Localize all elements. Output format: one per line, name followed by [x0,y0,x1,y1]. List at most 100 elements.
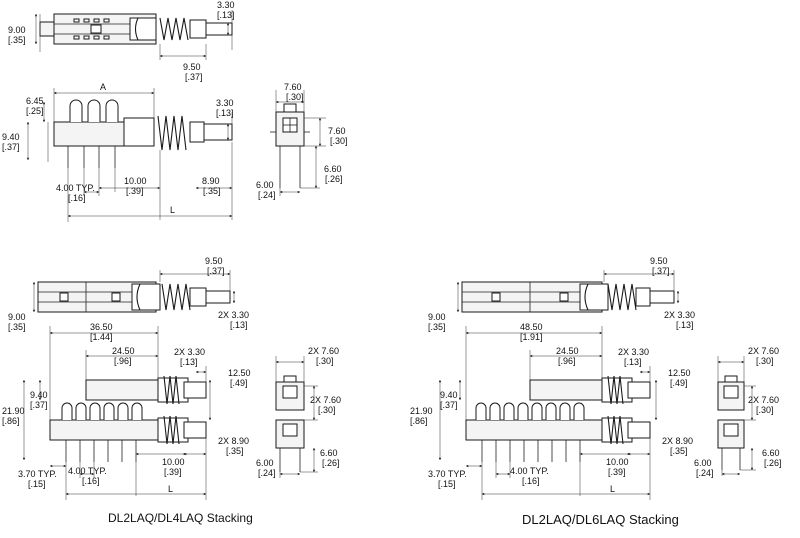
stack4-dim-2190: 21.90 [2,406,25,416]
top-view-dim-900: 9.00 [8,25,26,35]
side-view-dim-940: 9.40 [2,132,20,142]
top-view-drawing: 3.30 [.13] 9.00 [.35] 9.50 [.37] [8,0,235,82]
stack4-dim-1000-in: [.39] [164,467,182,477]
side-view-dim-330-in: [.13] [216,108,234,118]
stack4-dim-2x890-in: [.35] [226,446,244,456]
side-view-dim-940-in: [.37] [2,142,20,152]
stack4-side-view: 36.50 [1.44] 24.50 [.96] 2X 3.30 [.13] 1… [2,322,251,500]
stack4-dim-2x330-top: 2X 3.30 [218,310,249,320]
top-view-dim-330-in: [.13] [217,10,235,20]
stack4-dim-600: 6.00 [256,458,274,468]
stack6-dim-2x330-top-in: [.13] [676,320,694,330]
stack6-dim-2450: 24.50 [556,346,579,356]
stack6-dim-660-in: [.26] [764,458,782,468]
end-view-dim-760-top: 7.60 [284,82,302,92]
side-view-dim-890-in: [.35] [203,186,221,196]
stack4-end-view: 2X 7.60 [.30] 2X 7.60 [.30] 6.60 [.26] 6… [256,346,341,478]
stack6-dim-2x330: 2X 3.30 [618,347,649,357]
stack6-dim-2x890-in: [.35] [670,446,688,456]
stack6-dim-660: 6.60 [762,448,780,458]
side-view-dim-1000-in: [.39] [126,186,144,196]
side-view-dim-l: L [170,205,175,215]
caption-dl6laq: DL2LAQ/DL6LAQ Stacking [522,512,679,527]
stack6-dim-400-in: [.16] [522,476,540,486]
stack6-end-view: 2X 7.60 [.30] 2X 7.60 [.30] 6.60 [.26] 6… [694,346,782,478]
stack4-dim-940-in: [.37] [30,400,48,410]
stack4-dim-950: 9.50 [205,256,223,266]
stack4-dim-900-in: [.35] [8,322,26,332]
stack4-dim-950-in: [.37] [207,266,225,276]
stack6-top-view: 9.50 [.37] 9.00 [.35] 2X 3.30 [.13] [428,256,695,332]
top-view-dim-330: 3.30 [217,0,235,10]
stack6-dim-370: 3.70 TYP. [428,469,467,479]
stack6-dim-2450-in: [.96] [558,356,576,366]
end-view-dim-660: 6.60 [324,164,342,174]
stack4-dim-370-in: [.15] [28,479,46,489]
stack6-side-view: 48.50 [1.91] 24.50 [.96] 2X 3.30 [.13] 1… [410,322,693,500]
side-view-dim-645: 6.45 [26,96,44,106]
stack4-dim-1000: 10.00 [162,457,185,467]
stack4-dim-2450: 24.50 [112,346,135,356]
stack4-dim-900: 9.00 [8,312,26,322]
caption-dl4laq: DL2LAQ/DL4LAQ Stacking [108,511,253,525]
stack6-dim-l: L [610,484,615,494]
stack6-dim-900-in: [.35] [428,322,446,332]
stack4-dim-2x760-top: 2X 7.60 [308,346,339,356]
stack6-dim-2x890: 2X 8.90 [662,436,693,446]
stack6-dim-2x760-top: 2X 7.60 [748,346,779,356]
stack6-dim-1250-in: [.49] [670,378,688,388]
stack4-dim-1250: 12.50 [228,368,251,378]
stack4-dim-660-in: [.26] [322,458,340,468]
end-view-dim-760-top-in: [.30] [286,92,304,102]
top-view-dim-900-in: [.35] [8,35,26,45]
end-view-dim-660-in: [.26] [325,174,343,184]
end-view-dim-600-in: [.24] [258,190,276,200]
stack6-dim-1250: 12.50 [668,368,691,378]
side-view-dim-645-in: [.25] [26,106,44,116]
stack4-dim-2x760-side-in: [.30] [318,405,336,415]
top-view-dim-950-in: [.37] [185,72,203,82]
stack6-dim-900: 9.00 [428,312,446,322]
stack6-dim-400: 4.00 TYP. [510,466,549,476]
stack6-dim-4850: 48.50 [520,322,543,332]
stack4-dim-400: 4.00 TYP. [68,466,107,476]
stack6-dim-600: 6.00 [694,458,712,468]
stack6-dim-950-in: [.37] [652,266,670,276]
stack6-dim-2x330-top: 2X 3.30 [664,310,695,320]
end-view-dim-600: 6.00 [256,180,274,190]
side-view-dim-890: 8.90 [202,176,220,186]
stack4-dim-600-in: [.24] [258,468,276,478]
side-view-dim-a: A [100,82,106,92]
stack4-dim-370: 3.70 TYP. [18,469,57,479]
stack4-dim-2x330-top-in: [.13] [230,320,248,330]
stack6-dim-2x760-side-in: [.30] [756,405,774,415]
stack6-dim-2190: 21.90 [410,406,433,416]
end-view-drawing: 7.60 [.30] 7.60 [.30] 6.60 [.26] 6.00 [.… [256,82,348,200]
end-view-dim-760-side-in: [.30] [330,136,348,146]
side-view-dim-400: 4.00 TYP. [56,183,95,193]
stack4-dim-660: 6.60 [320,448,338,458]
stack6-dim-950: 9.50 [650,256,668,266]
stack4-dim-2x330: 2X 3.30 [174,347,205,357]
stack4-dim-2x760-side: 2X 7.60 [310,395,341,405]
stack6-dim-2x330-in: [.13] [624,357,642,367]
stack4-dim-2x760-top-in: [.30] [316,356,334,366]
stack4-dim-940: 9.40 [30,390,48,400]
stack4-dim-2x330-in: [.13] [180,357,198,367]
end-view-dim-760-side: 7.60 [328,126,346,136]
stack6-dim-2190-in: [.86] [410,416,428,426]
stack4-dim-1250-in: [.49] [230,378,248,388]
stack6-dim-4850-in: [1.91] [520,332,543,342]
stack4-dim-400-in: [.16] [82,476,100,486]
stack6-dim-2x760-top-in: [.30] [756,356,774,366]
stack4-top-view: 9.50 [.37] 9.00 [.35] 2X 3.30 [.13] [8,256,249,332]
stack4-dim-3650: 36.50 [90,322,113,332]
stack4-dim-2x890: 2X 8.90 [218,436,249,446]
side-view-dim-330: 3.30 [216,98,234,108]
stack4-dim-2450-in: [.96] [114,356,132,366]
stack6-dim-370-in: [.15] [438,479,456,489]
stack6-dim-600-in: [.24] [696,468,714,478]
top-view-dim-950: 9.50 [183,62,201,72]
side-view-drawing: A 6.45 [.25] 3.30 [.13] 9.40 [.37] 4.00 … [2,82,234,222]
